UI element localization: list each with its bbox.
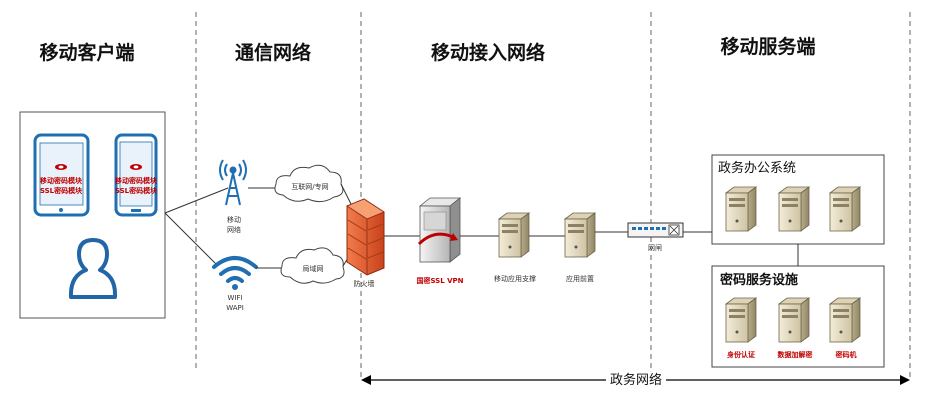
app-support-server-icon bbox=[498, 212, 530, 258]
cloud-lan-label: 局域网 bbox=[303, 264, 324, 273]
office-server-2-icon bbox=[778, 186, 810, 232]
cloud-internet-icon bbox=[274, 164, 344, 203]
app-proxy-label: 应用前置 bbox=[566, 274, 594, 283]
gov-network-label-bg bbox=[606, 370, 666, 388]
firewall-label: 防火墙 bbox=[354, 279, 375, 288]
data-encryption-label: 数据加解密 bbox=[778, 350, 813, 359]
gatekeeper-label: 网闸 bbox=[648, 244, 662, 252]
cloud-lan-icon bbox=[280, 247, 345, 284]
cloud-internet-label: 互联网/专网 bbox=[291, 182, 328, 191]
firewall-icon bbox=[346, 198, 385, 276]
wifi-icon bbox=[212, 256, 258, 283]
header-mobile-server: 移动服务端 bbox=[720, 35, 815, 58]
cellular-label-1: 移动 bbox=[227, 215, 241, 224]
app-proxy-server-icon bbox=[564, 212, 596, 258]
data-encryption-server-icon bbox=[778, 297, 810, 343]
header-communication-network: 通信网络 bbox=[235, 41, 311, 64]
wifi-label-2: WAPI bbox=[226, 304, 244, 312]
vpn-label: 国密SSL VPN bbox=[416, 276, 463, 285]
phone-icon bbox=[114, 133, 158, 217]
link-client-wifi bbox=[164, 212, 219, 267]
link-client-cellular bbox=[164, 187, 229, 214]
vpn-server-icon bbox=[417, 197, 462, 263]
office-server-1-icon bbox=[725, 186, 757, 232]
phone-label-1: 移动密码模块 bbox=[115, 176, 158, 185]
gov-network-label: 政务网络 bbox=[610, 372, 662, 388]
identity-auth-label: 身份认证 bbox=[726, 350, 755, 359]
cell-tower-icon bbox=[219, 159, 247, 206]
identity-auth-server-icon bbox=[725, 297, 757, 343]
gatekeeper-icon bbox=[627, 222, 684, 238]
wifi-label-1: WIFI bbox=[227, 294, 242, 302]
user-icon bbox=[68, 238, 118, 299]
crypto-facility-title: 密码服务设施 bbox=[719, 272, 798, 288]
cellular-label-2: 网络 bbox=[227, 225, 241, 234]
crypto-machine-server-icon bbox=[829, 297, 861, 343]
crypto-machine-label: 密码机 bbox=[836, 350, 857, 359]
wifi-dot bbox=[232, 284, 238, 290]
tablet-label-1: 移动密码模块 bbox=[40, 176, 83, 185]
phone-label-2: SSL密码模块 bbox=[115, 186, 158, 195]
app-support-label: 移动应用支撑 bbox=[494, 274, 536, 283]
office-system-title: 政务办公系统 bbox=[718, 160, 796, 176]
tablet-label-2: SSL密码模块 bbox=[40, 186, 83, 195]
office-server-3-icon bbox=[829, 186, 861, 232]
header-mobile-access-network: 移动接入网络 bbox=[431, 41, 545, 64]
tablet-icon bbox=[33, 133, 90, 217]
header-mobile-client: 移动客户端 bbox=[39, 41, 134, 64]
